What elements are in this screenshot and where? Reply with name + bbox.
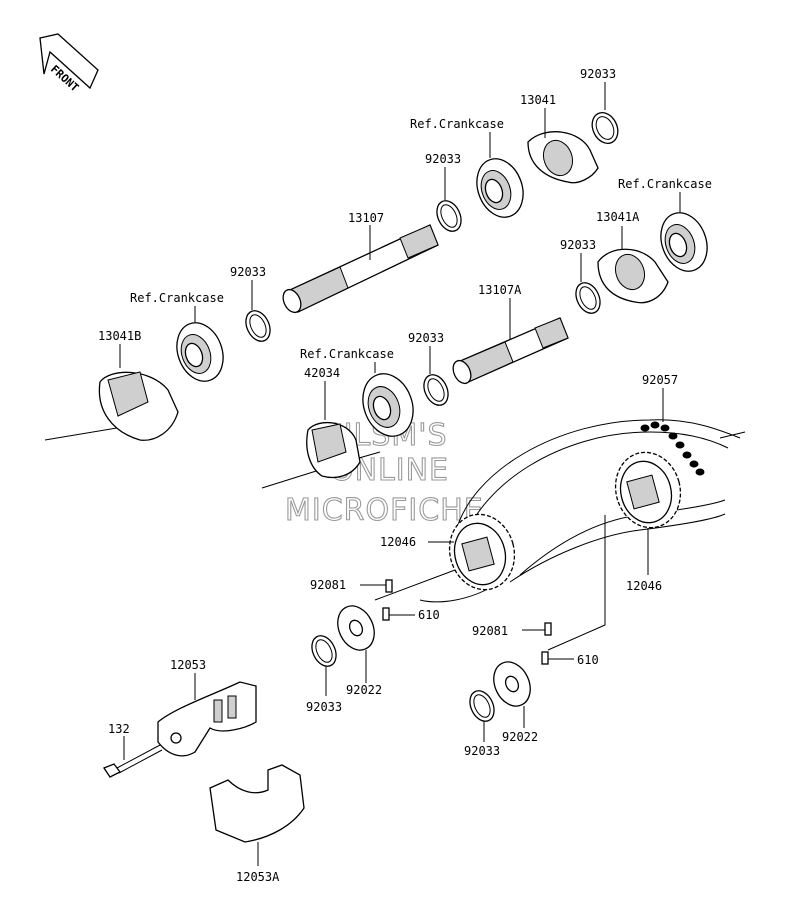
dowel-pin-icon-610-left xyxy=(382,607,415,621)
circlip-92033-c xyxy=(575,253,601,314)
label-13107A: 13107A xyxy=(478,283,522,297)
label-12053A: 12053A xyxy=(236,870,280,884)
front-arrow-icon: FRONT xyxy=(39,33,99,95)
chain-guide-icon-12053 xyxy=(157,673,257,757)
ball-bearing-icon-1 xyxy=(476,132,524,218)
label-92057: 92057 xyxy=(642,373,678,387)
circlip-92033-f xyxy=(311,635,337,696)
label-92033-g: 92033 xyxy=(464,744,500,758)
label-92033-e: 92033 xyxy=(408,331,444,345)
label-92033-c: 92033 xyxy=(560,238,596,252)
label-13041A: 13041A xyxy=(596,210,640,224)
chain-guide-icon-12053A xyxy=(209,764,305,866)
label-42034: 42034 xyxy=(304,366,340,380)
label-92033-d: 92033 xyxy=(230,265,266,279)
label-13041B: 13041B xyxy=(98,329,141,343)
label-12046-right: 12046 xyxy=(626,579,662,593)
dowel-pin-icon-92081-left xyxy=(360,579,393,593)
label-92022-left: 92022 xyxy=(346,683,382,697)
ball-bearing-icon-3 xyxy=(176,306,224,382)
circlip-92033-top xyxy=(591,82,619,145)
splined-shaft-13107A xyxy=(452,298,569,385)
label-ref-crankcase-1: Ref.Crankcase xyxy=(410,117,504,131)
splined-shaft-13107 xyxy=(282,224,439,314)
label-610-right: 610 xyxy=(577,653,599,667)
washer-icon-left xyxy=(337,605,375,683)
label-132: 132 xyxy=(108,722,130,736)
label-12046-left: 12046 xyxy=(380,535,416,549)
sprocket-icon-left xyxy=(428,513,516,591)
ball-bearing-icon-2 xyxy=(660,192,708,272)
label-ref-crankcase-4: Ref.Crankcase xyxy=(300,347,394,361)
circlip-92033-g xyxy=(469,690,495,742)
circlip-92033-d xyxy=(245,280,271,342)
label-92022-right: 92022 xyxy=(502,730,538,744)
part-42034 xyxy=(306,381,361,479)
part-13041B xyxy=(98,344,179,441)
label-92033-top: 92033 xyxy=(580,67,616,81)
dowel-pin-icon-92081-right xyxy=(522,622,552,636)
label-92081-right: 92081 xyxy=(472,624,508,638)
circlip-92033-e xyxy=(423,346,449,406)
ball-bearing-icon-4 xyxy=(362,362,414,437)
label-ref-crankcase-3: Ref.Crankcase xyxy=(130,291,224,305)
circlip-92033-b xyxy=(436,167,462,232)
label-92033-b: 92033 xyxy=(425,152,461,166)
label-ref-crankcase-2: Ref.Crankcase xyxy=(618,177,712,191)
watermark-line3: MICROFICHE xyxy=(285,493,484,528)
chain-links xyxy=(640,421,705,476)
label-92033-f: 92033 xyxy=(306,700,342,714)
washer-icon-right xyxy=(493,661,531,728)
part-13041A xyxy=(597,226,669,304)
sprocket-icon-right xyxy=(614,451,682,575)
label-12053: 12053 xyxy=(170,658,206,672)
bolt-icon-132 xyxy=(103,736,163,778)
label-610-left: 610 xyxy=(418,608,440,622)
part-13041 xyxy=(527,108,599,184)
label-13107: 13107 xyxy=(348,211,384,225)
label-13041: 13041 xyxy=(520,93,556,107)
label-92081-left: 92081 xyxy=(310,578,346,592)
dowel-pin-icon-610-right xyxy=(541,651,574,665)
